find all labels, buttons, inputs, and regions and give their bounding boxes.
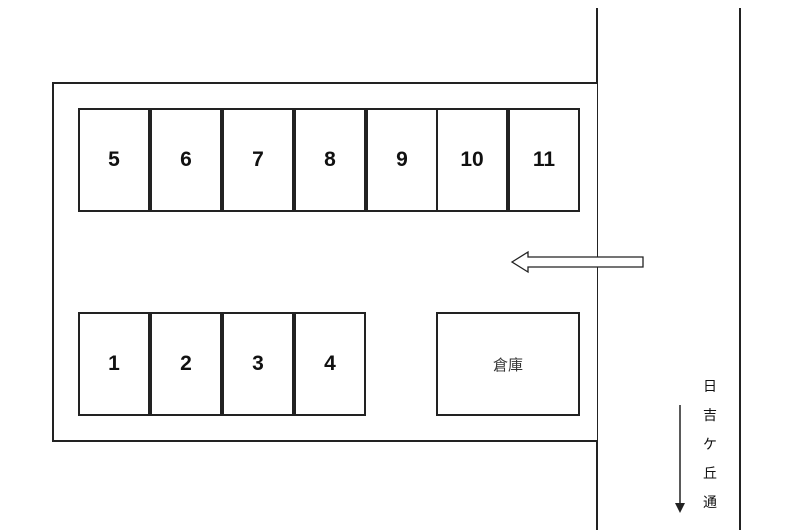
parking-space-8: 8 (294, 108, 366, 212)
space-number: 7 (252, 148, 264, 171)
space-number: 2 (180, 352, 192, 375)
space-number: 6 (180, 148, 192, 171)
street-name-char: 吉 (703, 408, 717, 424)
warehouse-label: 倉庫 (492, 355, 523, 374)
space-number: 5 (108, 148, 120, 171)
parking-space-11: 11 (508, 108, 580, 212)
space-number: 11 (532, 148, 556, 171)
space-number: 10 (460, 148, 484, 171)
parking-space-9: 9 (366, 108, 438, 212)
down-arrow-icon (675, 405, 685, 513)
entrance-arrow-icon (510, 250, 644, 274)
parking-space-1: 1 (78, 312, 150, 416)
warehouse: 倉庫 (436, 312, 580, 416)
street-name-char: ケ (703, 437, 717, 453)
space-number: 1 (108, 352, 120, 375)
parking-space-5: 5 (78, 108, 150, 212)
space-number: 9 (396, 148, 408, 171)
street-name-char: 丘 (703, 466, 717, 482)
parking-space-4: 4 (294, 312, 366, 416)
parking-space-3: 3 (222, 312, 294, 416)
parking-space-7: 7 (222, 108, 294, 212)
road-edge-left (596, 8, 598, 530)
street-name: 日 吉 ケ 丘 通 (697, 373, 723, 518)
street-name-char: 日 (703, 379, 717, 395)
parking-space-2: 2 (150, 312, 222, 416)
space-number: 3 (252, 352, 264, 375)
space-number: 4 (324, 352, 336, 375)
space-number: 8 (324, 148, 336, 171)
parking-space-10: 10 (436, 108, 508, 212)
road-edge-right (739, 8, 741, 530)
street-name-char: 通 (703, 495, 717, 511)
parking-space-6: 6 (150, 108, 222, 212)
